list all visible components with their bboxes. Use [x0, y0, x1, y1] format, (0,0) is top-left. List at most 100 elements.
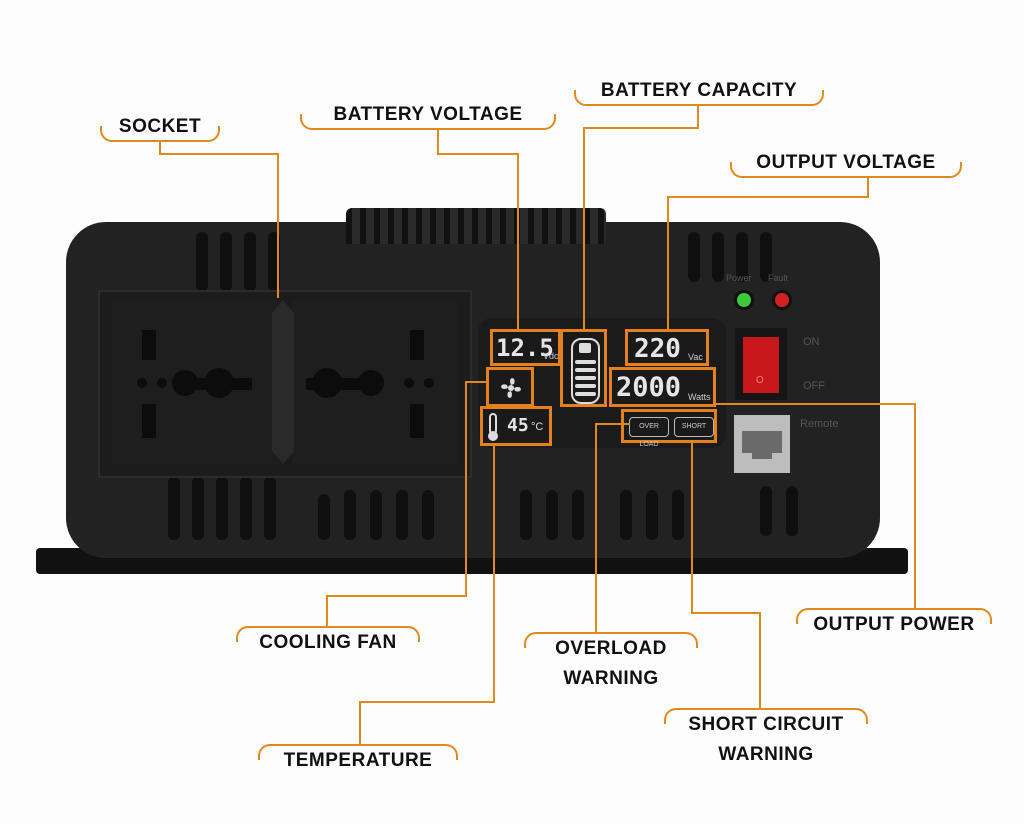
vent: [646, 490, 658, 540]
output-power-unit: Watts: [688, 392, 711, 402]
label-battery-capacity: BATTERY CAPACITY: [574, 76, 824, 106]
output-power-value: 2000: [616, 372, 682, 403]
battery-capacity-display: [560, 329, 607, 407]
output-power-display: 2000 Watts: [609, 367, 716, 407]
temperature-display: 45 °C: [480, 406, 552, 446]
vent: [244, 232, 256, 292]
power-led-label: Power: [726, 273, 752, 283]
vent: [760, 486, 772, 536]
battery-bar: [575, 360, 596, 364]
label-bracket: [258, 744, 458, 760]
label-battery-capacity-text: BATTERY CAPACITY: [600, 80, 798, 101]
output-voltage-unit: Vac: [688, 352, 703, 362]
battery-voltage-unit: Vdc: [543, 351, 559, 361]
socket-left[interactable]: [112, 300, 278, 464]
temperature-unit: °C: [531, 421, 544, 433]
vent: [760, 232, 772, 282]
label-socket: SOCKET: [100, 112, 220, 142]
power-switch[interactable]: O: [743, 337, 779, 393]
fault-led-label: Fault: [768, 273, 789, 283]
socket-divider: [272, 300, 294, 464]
battery-voltage-display: 12.5 Vdc: [490, 329, 561, 366]
battery-terminal: [579, 343, 591, 353]
vent: [344, 490, 356, 540]
vent: [786, 486, 798, 536]
socket-pin: [137, 378, 147, 388]
label-overload-line1: OVERLOAD: [555, 638, 667, 659]
vent: [396, 490, 408, 540]
rj45-jack: [742, 431, 782, 453]
socket-slot-bottom: [142, 404, 156, 438]
vent: [546, 490, 558, 540]
vent: [264, 476, 276, 540]
vent: [672, 490, 684, 540]
remote-port[interactable]: [734, 415, 790, 473]
vent: [620, 490, 632, 540]
label-socket-text: SOCKET: [118, 116, 202, 137]
label-output-voltage: OUTPUT VOLTAGE: [730, 148, 962, 178]
switch-on-label: ON: [803, 336, 820, 348]
vent: [422, 490, 434, 540]
label-output-voltage-text: OUTPUT VOLTAGE: [756, 152, 936, 173]
label-overload-line2: WARNING: [563, 668, 659, 689]
socket-pin: [157, 378, 167, 388]
output-power-leader: [716, 403, 916, 608]
vent: [192, 476, 204, 540]
short-circuit-leader: [691, 440, 761, 708]
socket-slot-bottom: [410, 404, 424, 438]
socket-slot-top: [410, 330, 424, 360]
battery-voltage-value: 12.5: [496, 334, 554, 362]
short-indicator: SHORT: [674, 417, 714, 437]
label-bracket: [524, 632, 698, 648]
label-output-power: OUTPUT POWER: [796, 608, 992, 638]
label-output-power-text: OUTPUT POWER: [813, 614, 975, 635]
switch-off-symbol: O: [756, 375, 764, 386]
battery-bar: [575, 368, 596, 372]
label-bracket: [730, 162, 962, 178]
cooling-fan-display: [486, 367, 534, 407]
vent: [168, 476, 180, 540]
label-bracket: [300, 114, 556, 130]
vent: [220, 232, 232, 292]
warning-indicators: OVER LOAD SHORT: [621, 409, 717, 448]
battery-bar: [575, 376, 596, 380]
battery-capacity-leader: [583, 104, 699, 330]
label-bracket: [574, 90, 824, 106]
vent: [370, 490, 382, 540]
battery-bar: [575, 384, 596, 388]
label-short-circuit-line1: SHORT CIRCUIT: [688, 714, 844, 735]
label-cooling-fan-text: COOLING FAN: [259, 632, 397, 653]
vent: [318, 494, 330, 540]
vent: [572, 490, 584, 540]
socket-leader: [159, 140, 279, 298]
label-temperature-text: TEMPERATURE: [283, 750, 433, 771]
label-bracket: [664, 708, 868, 724]
label-battery-voltage: BATTERY VOLTAGE: [300, 100, 556, 130]
overload-indicator: OVER LOAD: [629, 417, 669, 448]
fan-icon: [501, 378, 521, 398]
socket-pin: [424, 378, 434, 388]
label-bracket: [796, 608, 992, 624]
overload-leader: [595, 423, 630, 632]
vent: [196, 232, 208, 292]
output-voltage-value: 220: [634, 334, 681, 364]
battery-voltage-leader: [437, 130, 519, 330]
label-overload-warning: OVERLOAD WARNING: [524, 632, 698, 696]
fault-led: [772, 290, 792, 310]
short-indicator-text: SHORT: [681, 423, 707, 430]
vent: [520, 490, 532, 540]
rj45-clip: [752, 453, 772, 459]
thermometer-icon: [488, 413, 498, 441]
socket-right[interactable]: [292, 300, 458, 464]
switch-off-label: OFF: [803, 380, 825, 392]
vent: [240, 476, 252, 540]
temperature-value: 45: [507, 415, 529, 436]
power-led: [734, 290, 754, 310]
output-voltage-display: 220 Vac: [625, 329, 709, 366]
label-short-circuit-warning: SHORT CIRCUIT WARNING: [664, 708, 868, 772]
output-voltage-leader: [667, 178, 869, 330]
label-temperature: TEMPERATURE: [258, 744, 458, 774]
vent: [712, 232, 724, 282]
socket-pin: [404, 378, 414, 388]
